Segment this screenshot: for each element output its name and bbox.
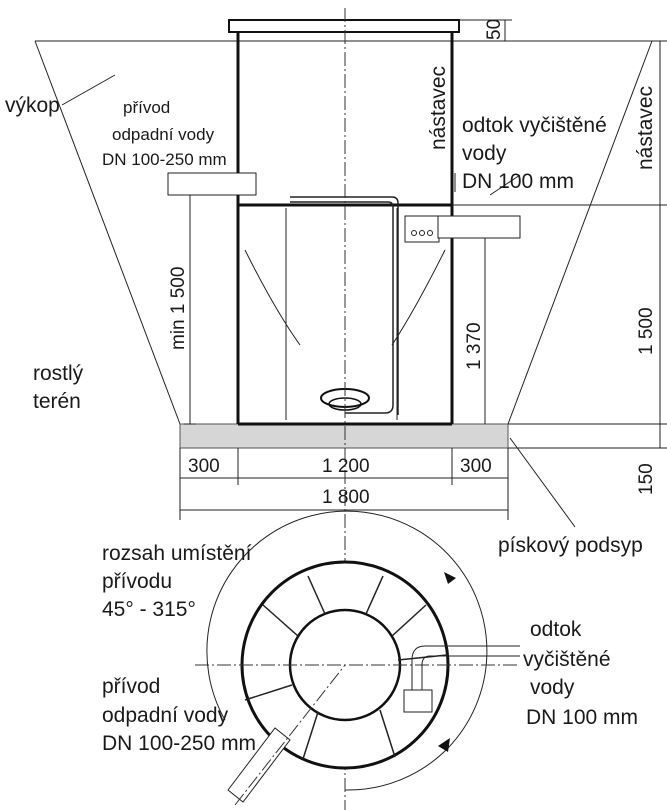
inlet-pipe	[167, 172, 257, 196]
outlet-label-bottom-1: odtok	[530, 618, 582, 641]
solid-ground-label-2: terén	[33, 390, 81, 413]
inlet-label-top-2: odpadní vody	[112, 125, 215, 144]
inlet-label-top-1: přívod	[123, 98, 170, 117]
dim-side-left: 300	[188, 456, 220, 477]
tank	[228, 19, 460, 426]
dimension-lines	[61, 19, 667, 528]
inlet-label-bottom-2: odpadní vody	[102, 704, 229, 727]
excavation-label: výkop	[5, 94, 60, 117]
range-label-3: 45° - 315°	[102, 598, 196, 621]
extension-label-right: nástavec	[634, 86, 657, 170]
inlet-label-bottom-1: přívod	[102, 675, 160, 698]
dim-section-height: 1 500	[636, 307, 657, 355]
inlet-label-top-3: DN 100-250 mm	[102, 150, 227, 169]
dim-side-right: 300	[460, 456, 492, 477]
dim-top-cap: 50	[484, 19, 505, 40]
outlet-label-top-2: vody	[462, 142, 507, 165]
dim-total-width: 1 800	[322, 487, 370, 508]
dim-outlet-height: 1 370	[464, 322, 485, 370]
extension-label-inner: nástavec	[427, 66, 450, 150]
dim-base-height: 150	[636, 463, 657, 495]
outlet-label-bottom-3: vody	[530, 676, 575, 699]
outlet-label-top-3: DN 100 mm	[462, 170, 574, 193]
dim-diameter: 1 200	[322, 456, 370, 477]
outlet-pipe	[437, 215, 521, 239]
solid-ground-label-1: rostlý	[33, 362, 84, 385]
outlet-label-bottom-4: DN 100 mm	[526, 706, 638, 729]
outlet-label-bottom-2: vyčištěné	[523, 648, 611, 671]
dim-min-depth: min 1 500	[168, 267, 189, 350]
range-label-1: rozsah umístění	[102, 542, 252, 565]
range-label-2: přívodu	[102, 570, 172, 593]
plan-view	[195, 510, 520, 806]
inlet-label-bottom-3: DN 100-250 mm	[102, 732, 256, 755]
ground-lines	[34, 40, 667, 425]
outlet-label-top-1: odtok vyčištěné	[462, 114, 607, 137]
sand-bed-label: pískový podsyp	[498, 534, 643, 557]
sand-bedding	[179, 423, 509, 449]
